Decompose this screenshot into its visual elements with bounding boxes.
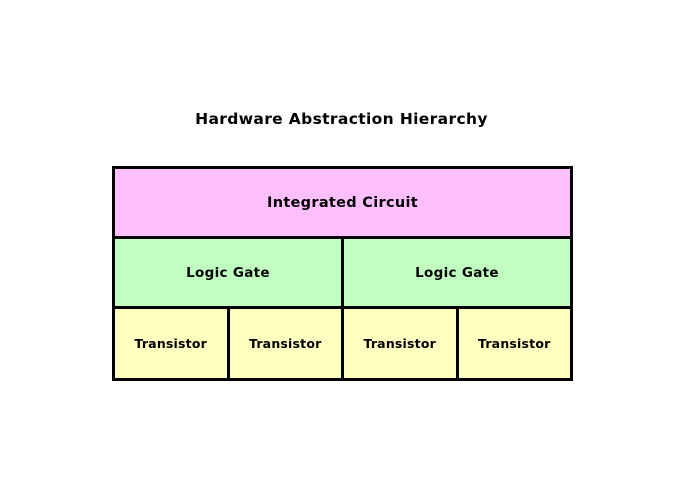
tier-cell-transistor-3[interactable]: Transistor (341, 309, 456, 378)
tier-row-transistor: Transistor Transistor Transistor Transis… (115, 306, 570, 378)
tier-row-logic-gate: Logic Gate Logic Gate (115, 236, 570, 306)
tier-cell-label: Logic Gate (415, 264, 499, 281)
tier-cell-logic-gate-1[interactable]: Logic Gate (115, 239, 341, 306)
tier-cell-label: Transistor (134, 336, 208, 351)
tier-cell-transistor-2[interactable]: Transistor (226, 309, 341, 378)
tier-cell-logic-gate-2[interactable]: Logic Gate (341, 239, 570, 306)
tier-cell-label: Transistor (363, 336, 437, 351)
page-title: Hardware Abstraction Hierarchy (195, 110, 488, 128)
tier-cell-label: Integrated Circuit (267, 194, 418, 211)
tier-cell-label: Transistor (477, 336, 551, 351)
tier-cell-label: Logic Gate (186, 264, 270, 281)
hardware-abstraction-hierarchy-diagram: Integrated Circuit Logic Gate Logic Gate… (112, 166, 573, 381)
tier-cell-transistor-4[interactable]: Transistor (455, 309, 570, 378)
tier-cell-transistor-1[interactable]: Transistor (115, 309, 227, 378)
tier-cell-label: Transistor (248, 336, 322, 351)
tier-cell-integrated-circuit[interactable]: Integrated Circuit (115, 169, 570, 236)
tier-row-integrated-circuit: Integrated Circuit (115, 169, 570, 236)
